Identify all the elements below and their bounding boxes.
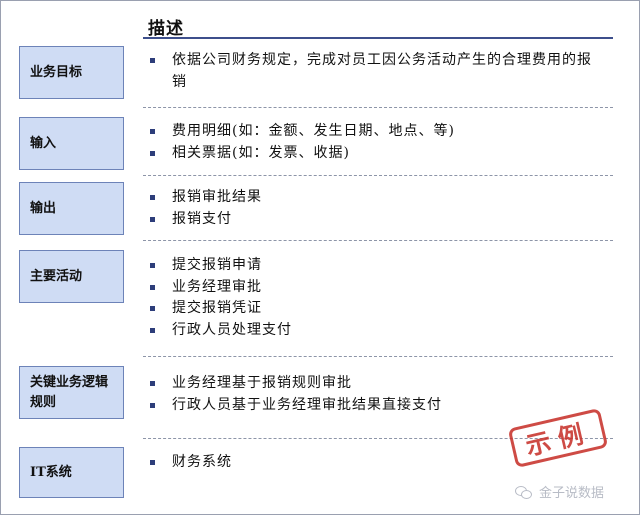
row-label-main-activities: 主要活动: [19, 250, 124, 303]
bullet-icon: [150, 460, 155, 465]
row-label-business-goal: 业务目标: [19, 46, 124, 99]
item-text: 依据公司财务规定，完成对员工因公务活动产生的合理费用的报销: [172, 52, 592, 90]
bullet-icon: [150, 150, 155, 156]
row-divider: [143, 175, 613, 176]
item-text: 提交报销申请: [172, 257, 262, 273]
watermark: 金子说数据: [515, 482, 604, 501]
bullet-icon: [150, 129, 155, 134]
bullet-icon: [150, 306, 155, 311]
item-text: 行政人员基于业务经理审批结果直接支付: [172, 396, 442, 413]
item-text: 费用明细(如：金额、发生日期、地点、等): [172, 123, 455, 139]
item-text: 业务经理基于报销规则审批: [172, 375, 352, 391]
row-items-business-goal: 依据公司财务规定，完成对员工因公务活动产生的合理费用的报销: [150, 50, 600, 93]
bullet-icon: [150, 263, 155, 268]
item-text: 提交报销凭证: [172, 300, 262, 316]
bullet-icon: [150, 284, 155, 290]
row-label-key-logic-rules: 关键业务逻辑规则: [19, 366, 124, 419]
list-item: 相关票据(如：发票、收据): [150, 143, 600, 165]
column-header: 描述: [148, 19, 184, 39]
list-item: 业务经理审批: [150, 277, 600, 299]
watermark-text: 金子说数据: [539, 486, 605, 501]
list-item: 依据公司财务规定，完成对员工因公务活动产生的合理费用的报销: [150, 50, 600, 93]
item-text: 财务系统: [172, 454, 232, 470]
bullet-icon: [150, 195, 155, 200]
list-item: 报销审批结果: [150, 187, 600, 209]
list-item: 提交报销凭证: [150, 298, 600, 320]
row-items-main-activities: 提交报销申请 业务经理审批 提交报销凭证 行政人员处理支付: [150, 255, 600, 341]
header-divider: [143, 37, 613, 39]
item-text: 业务经理审批: [172, 278, 262, 295]
list-item: 行政人员基于业务经理审批结果直接支付: [150, 395, 600, 417]
item-text: 行政人员处理支付: [172, 321, 292, 338]
wechat-icon: [515, 485, 533, 499]
row-label-output: 输出: [19, 182, 124, 235]
list-item: 提交报销申请: [150, 255, 600, 277]
bullet-icon: [150, 216, 155, 222]
list-item: 费用明细(如：金额、发生日期、地点、等): [150, 121, 600, 143]
row-divider: [143, 107, 613, 108]
row-label-it-system: IT系统: [19, 447, 124, 498]
row-divider: [143, 240, 613, 241]
list-item: 业务经理基于报销规则审批: [150, 373, 600, 395]
row-label-input: 输入: [19, 117, 124, 170]
bullet-icon: [150, 327, 155, 333]
row-items-input: 费用明细(如：金额、发生日期、地点、等) 相关票据(如：发票、收据): [150, 121, 600, 164]
item-text: 报销审批结果: [172, 189, 262, 205]
list-item: 报销支付: [150, 209, 600, 231]
bullet-icon: [150, 381, 155, 386]
list-item: 行政人员处理支付: [150, 320, 600, 342]
bullet-icon: [150, 58, 155, 63]
row-divider: [143, 356, 613, 357]
list-item: 财务系统: [150, 452, 600, 474]
item-text: 报销支付: [172, 210, 232, 227]
row-items-it-system: 财务系统: [150, 452, 600, 474]
bullet-icon: [150, 402, 155, 408]
row-items-key-logic-rules: 业务经理基于报销规则审批 行政人员基于业务经理审批结果直接支付: [150, 373, 600, 416]
item-text: 相关票据(如：发票、收据): [172, 144, 350, 161]
row-divider: [143, 438, 613, 439]
row-items-output: 报销审批结果 报销支付: [150, 187, 600, 230]
